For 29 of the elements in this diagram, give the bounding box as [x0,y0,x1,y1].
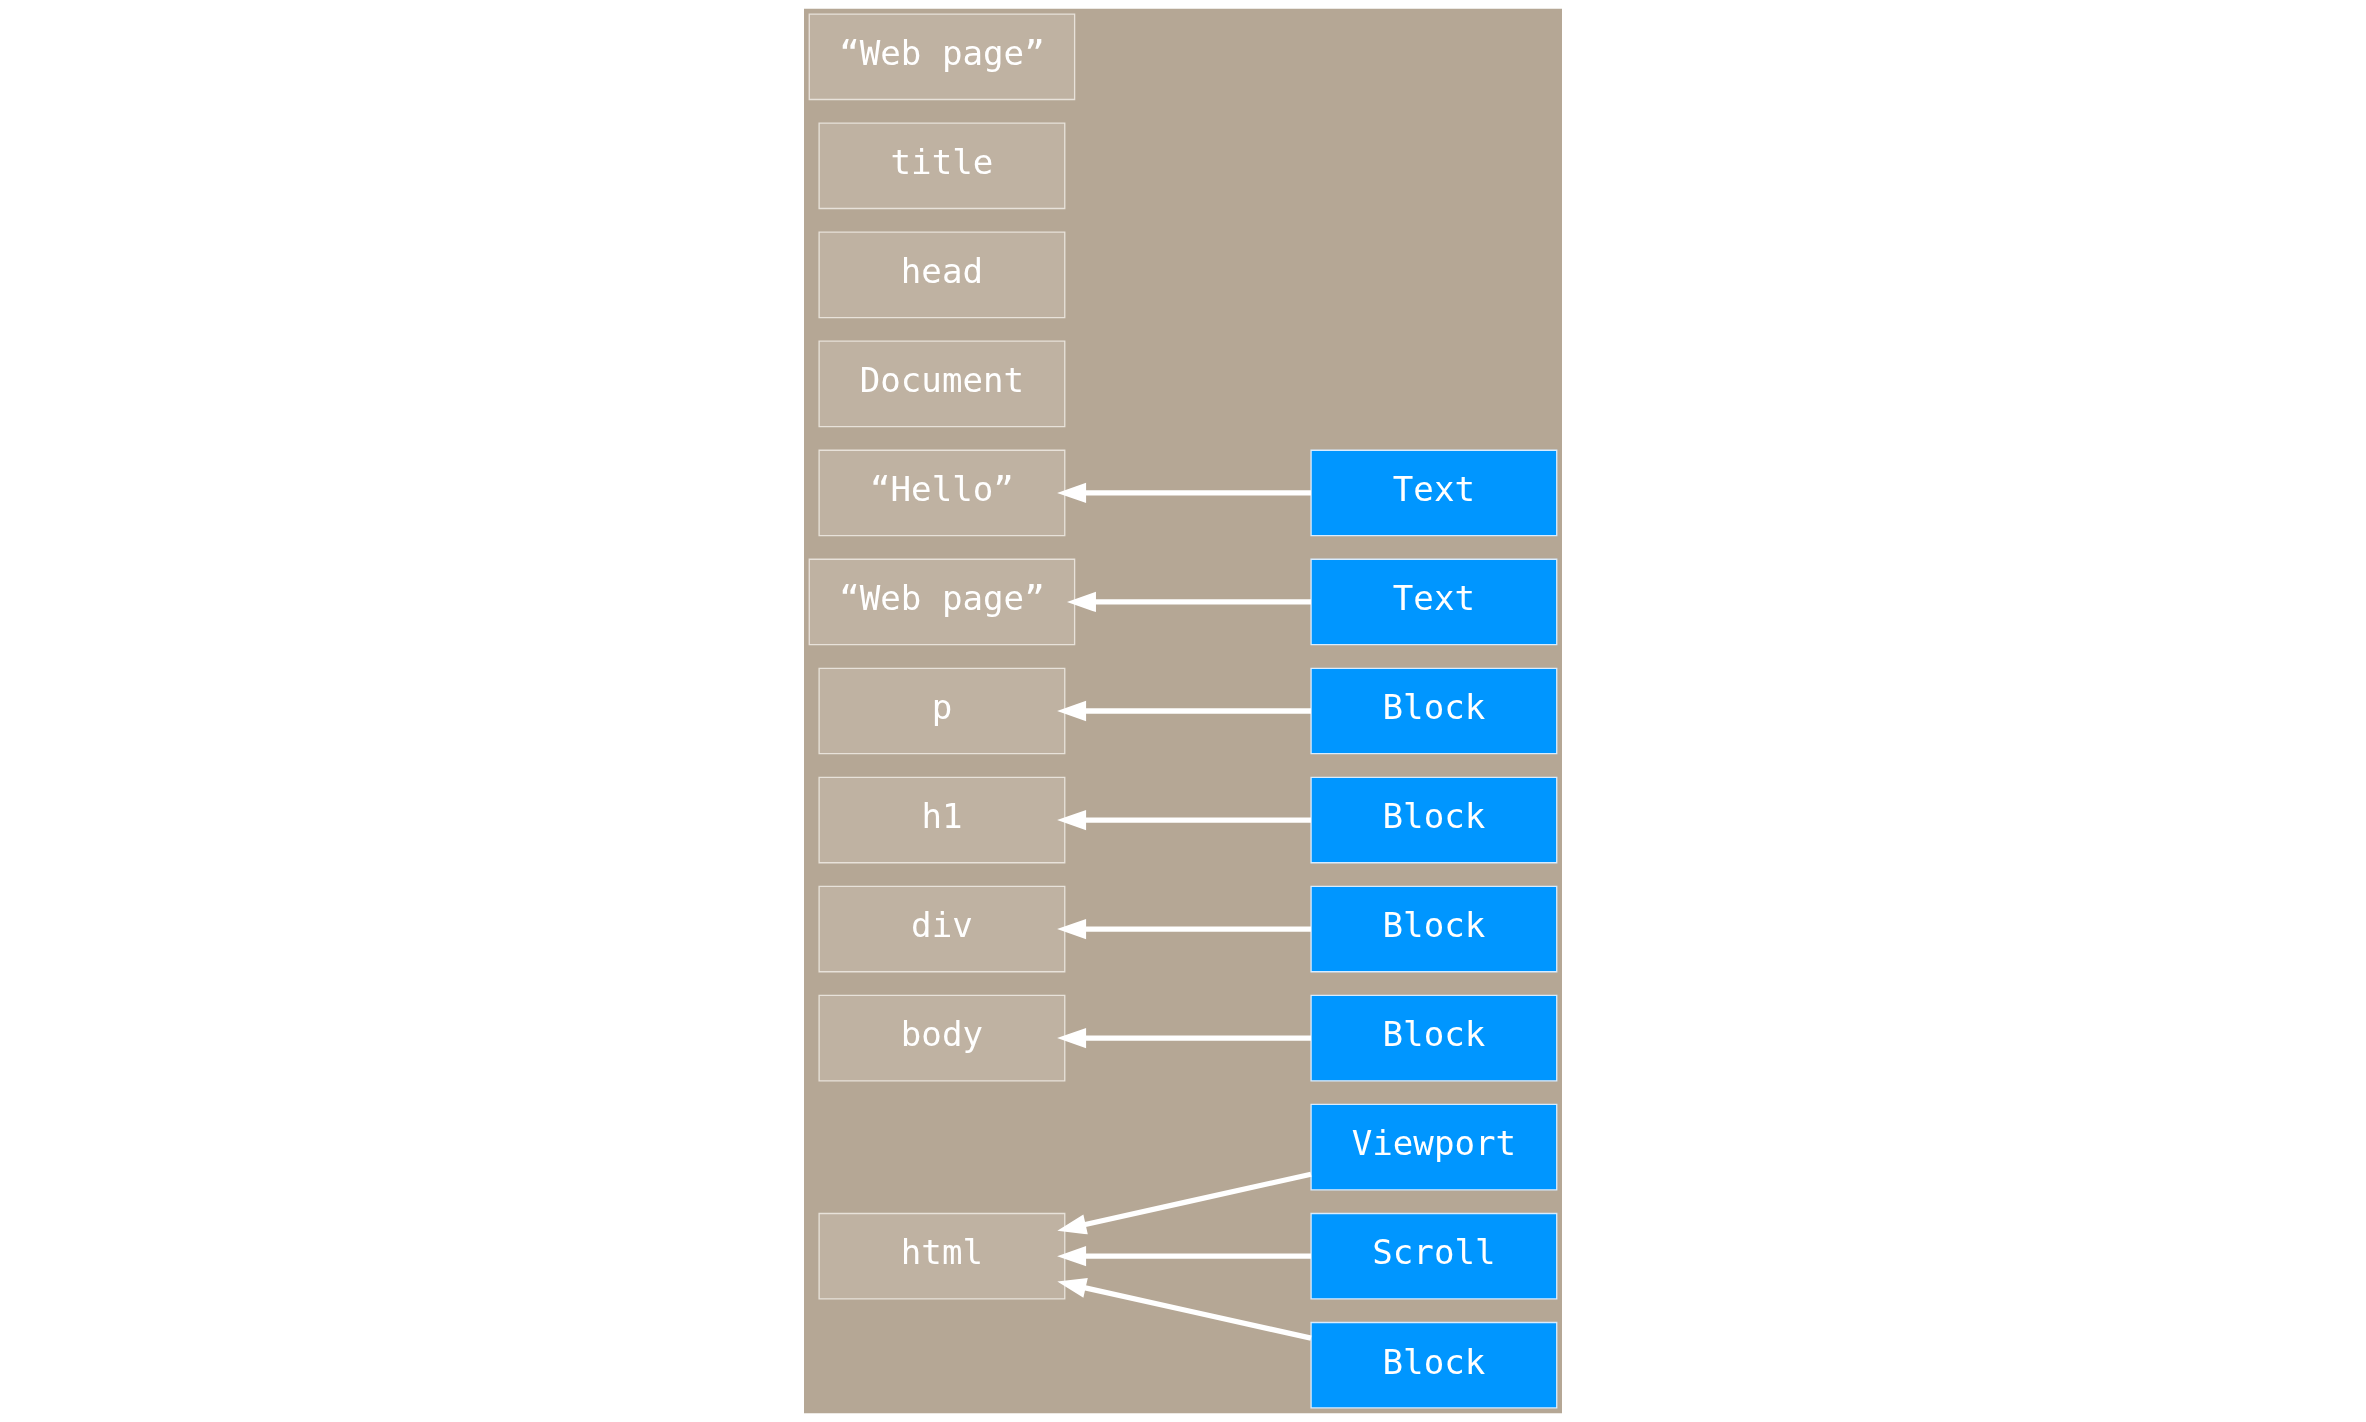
node-box: “Hello” [818,449,1066,537]
node-box: “Web page” [808,13,1076,101]
node-box: Text [1310,558,1558,646]
node-box: body [818,994,1066,1082]
arrow [1057,1246,1311,1267]
node-box: Scroll [1310,1212,1558,1300]
node-box: Viewport [1310,1103,1558,1191]
node-box: head [818,231,1066,319]
node-box: h1 [818,776,1066,864]
node-box: p [818,667,1066,755]
node-box: Document [818,340,1066,428]
node-box: Text [1310,449,1558,537]
node-box: Block [1310,1321,1558,1409]
node-box: Block [1310,776,1558,864]
node-box: Block [1310,667,1558,755]
arrow [1057,1278,1312,1341]
arrow [1057,482,1311,504]
node-box: html [818,1212,1066,1300]
arrow [1057,1171,1312,1235]
arrow [1057,918,1311,940]
arrow [1067,591,1311,613]
node-box: div [818,885,1066,973]
arrow [1057,700,1311,722]
node-box: “Web page” [808,558,1076,646]
node-box: title [818,122,1066,210]
arrow [1057,1027,1311,1049]
node-box: Block [1310,994,1558,1082]
arrow [1057,809,1311,831]
node-box: Block [1310,885,1558,973]
